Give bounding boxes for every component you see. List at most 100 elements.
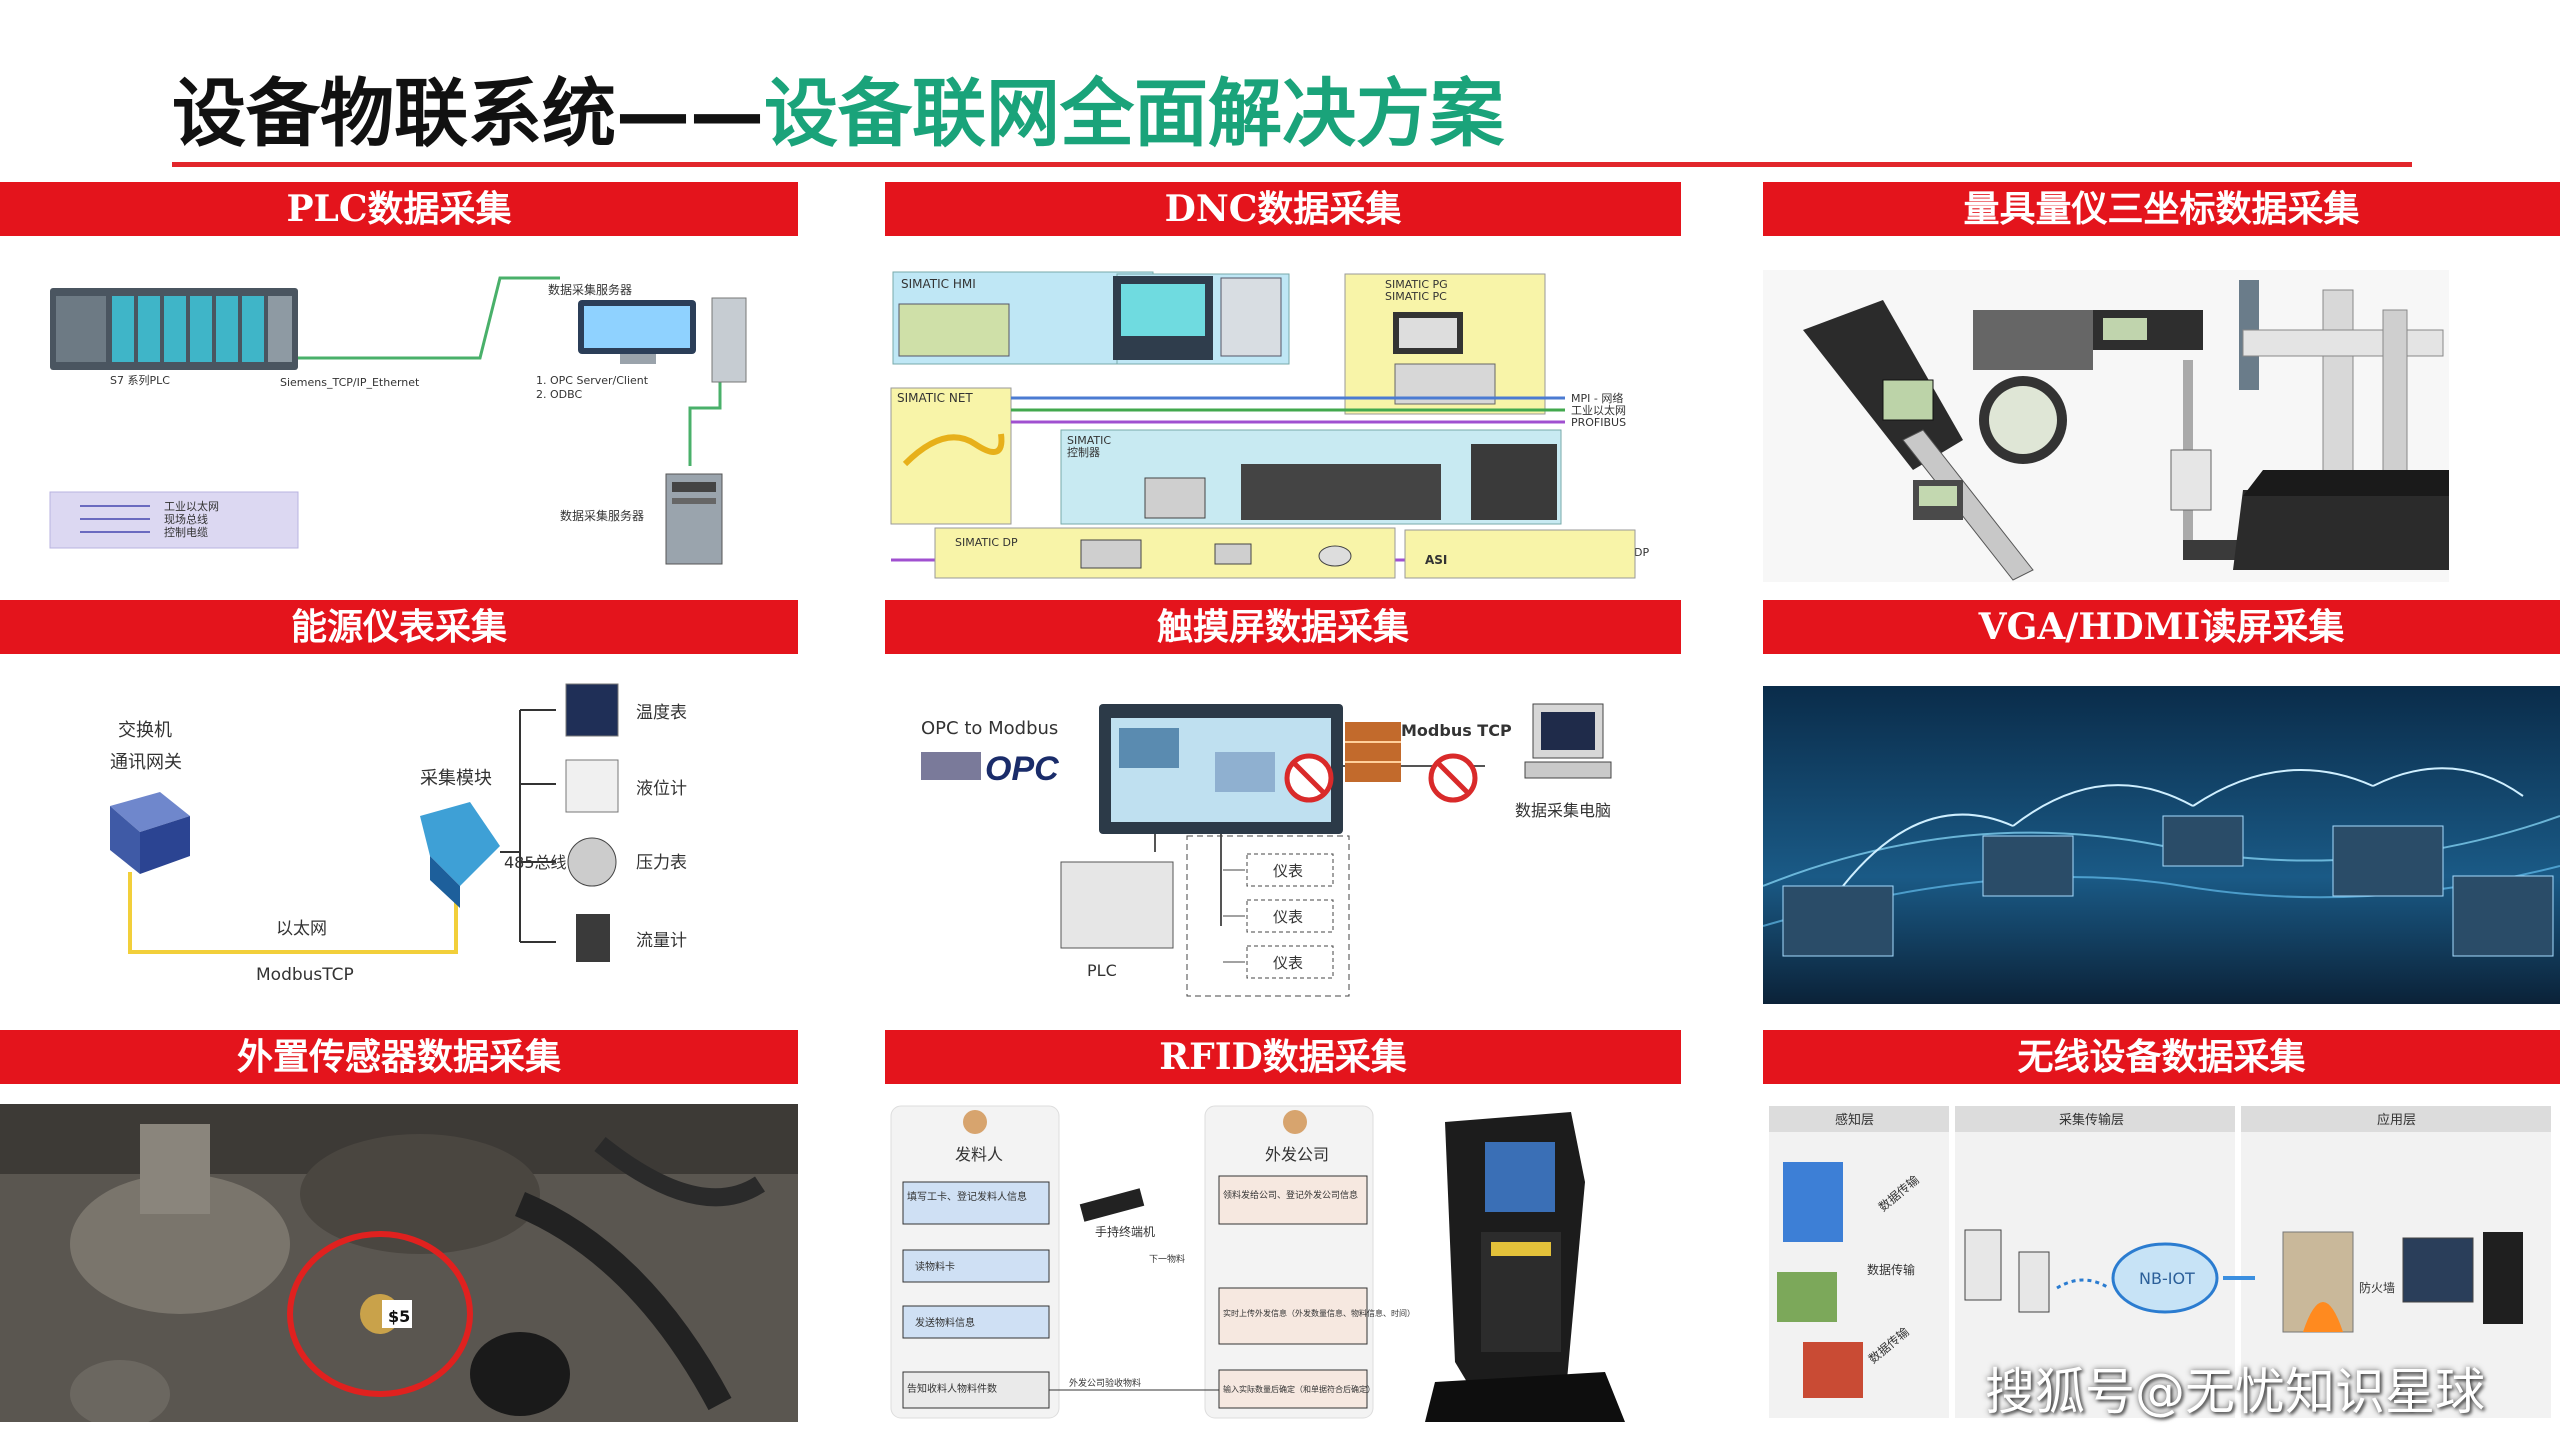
title-underline	[172, 162, 2412, 167]
energy-gateway-label: 通讯网关	[110, 752, 182, 773]
rfid-step-left-2: 读物料卡	[915, 1260, 955, 1273]
banner-sensor: 外置传感器数据采集	[0, 1030, 798, 1084]
server-computer-icon	[578, 297, 747, 383]
energy-protocol-label: ModbusTCP	[256, 965, 354, 985]
nbiot-cloud-icon	[2111, 1242, 2219, 1314]
laptop-icon-4	[2332, 825, 2444, 897]
dnc-legend-2: 工业以太网	[1571, 404, 1626, 417]
level-meter-icon	[565, 759, 619, 813]
dnc-controller-label: SIMATIC 控制器	[1067, 434, 1115, 459]
wireless-diagram: 感知层 采集传输层 应用层 数据传输 数据传输 数据传输 NB-IOT 防火墙	[1763, 1102, 2560, 1422]
dnc-asi-label: ASI	[1425, 553, 1447, 567]
energy-diagram: 交换机 通讯网关 以太网 ModbusTCP 采集模块 485总线 温度表 液位…	[0, 656, 798, 1006]
dnc-hmi-label: SIMATIC HMI	[901, 277, 976, 291]
banner-plc: PLC数据采集	[0, 182, 798, 236]
meter-level-label: 液位计	[636, 779, 687, 799]
firewall-icon	[1345, 722, 1401, 782]
touch-opc-modbus-label: OPC to Modbus	[921, 718, 1058, 739]
dnc-pg-line-1: SIMATIC PG	[1385, 278, 1448, 291]
laptop-icon-3	[2162, 815, 2244, 867]
meter-flow-label: 流量计	[636, 931, 687, 951]
rfid-step-left-4: 告知收料人物料件数	[907, 1382, 997, 1395]
opc-logo-text: OPC	[985, 750, 1059, 788]
rfid-step-right-2: 实时上传外发信息（外发数量信息、物料信息、时间）	[1223, 1308, 1415, 1318]
energy-switch-label: 交换机	[118, 720, 172, 741]
touch-pc-label: 数据采集电脑	[1515, 801, 1611, 820]
server-list-2: 2. ODBC	[536, 388, 582, 401]
banner-energy: 能源仪表采集	[0, 600, 798, 654]
touch-meter-1: 仪表	[1273, 862, 1303, 880]
server-top-label: 数据采集服务器	[548, 282, 632, 297]
wireless-nbiot-label: NB-IOT	[2139, 1269, 2195, 1288]
laptop-icon-5	[2452, 875, 2554, 957]
dnc-legend-1: MPI - 网络	[1571, 391, 1623, 405]
acquisition-module-icon	[420, 802, 500, 908]
no-entry-icon-2	[1428, 753, 1478, 803]
rfid-sender-label: 发料人	[955, 1145, 1003, 1164]
sensor-node-icon	[2018, 1251, 2050, 1313]
app-monitor-icon	[2402, 1237, 2474, 1303]
sensor-highlight-circle	[287, 1231, 473, 1397]
factory-icon	[1777, 1272, 1837, 1322]
rfid-handheld-label: 手持终端机	[1095, 1224, 1155, 1239]
no-entry-icon-1	[1284, 753, 1334, 803]
rfid-step-left-1: 填写工卡、登记发料人信息	[907, 1190, 1027, 1203]
rfid-bottom-flow: 外发公司验收物料	[1069, 1377, 1141, 1389]
handheld-scanner-image	[1425, 1112, 1625, 1422]
rfid-step-right-3: 输入实际数量后确定（和单据符合后确定）	[1223, 1384, 1375, 1394]
tower-server-icon	[665, 473, 723, 565]
sensor-photo: $5	[0, 1104, 798, 1422]
wireless-col-2: 采集传输层	[2059, 1112, 2124, 1128]
sender-person-icon	[963, 1110, 987, 1134]
touch-diagram: OPC to Modbus OPC	[885, 656, 1681, 1006]
touch-plc-label: PLC	[1087, 961, 1117, 980]
plc-legend-box	[49, 491, 299, 549]
sensor-tag-text: $5	[388, 1307, 410, 1326]
pressure-meter-icon	[567, 837, 617, 887]
watermark-text: 搜狐号@无忧知识星球	[1985, 1363, 2485, 1421]
banner-wireless: 无线设备数据采集	[1763, 1030, 2560, 1084]
server-bottom-label: 数据采集服务器	[560, 508, 644, 523]
rfid-next-material: 下一物料	[1149, 1253, 1185, 1265]
laptop-icon-2	[1982, 835, 2074, 897]
vga-network-photo	[1763, 686, 2560, 1004]
touch-meter-2: 仪表	[1273, 908, 1303, 926]
banner-dnc: DNC数据采集	[885, 182, 1681, 236]
gateway-device-icon	[110, 792, 190, 874]
plc-rack-image	[50, 288, 298, 370]
plc-diagram: S7 系列PLC Siemens_TCP/IP_Ethernet 数据采集服务器…	[0, 238, 798, 590]
dnc-dp-label: SIMATIC DP	[955, 536, 1018, 549]
dnc-controller-line-1: SIMATIC	[1067, 434, 1111, 447]
dnc-diagram: SIMATIC HMI SIMATIC PG SIMATIC PC SIMATI…	[885, 264, 1681, 588]
rfid-step-right-1: 领料发给公司、登记外发公司信息	[1223, 1189, 1358, 1201]
touch-plc-image	[1060, 861, 1174, 949]
gauge-photo	[1763, 270, 2449, 582]
outsource-person-icon	[1283, 1110, 1307, 1134]
plc-model-label: S7 系列PLC	[110, 373, 170, 387]
energy-ethernet-label: 以太网	[276, 919, 327, 939]
meter-temp-label: 温度表	[636, 703, 687, 723]
energy-module-label: 采集模块	[420, 768, 492, 789]
dnc-pg-label: SIMATIC PG SIMATIC PC	[1385, 278, 1451, 303]
rfid-diagram: 发料人 外发公司 填写工卡、登记发料人信息 读物料卡 发送物料信息 告知收料人物…	[885, 1102, 1681, 1422]
rfid-step-left-3: 发送物料信息	[915, 1316, 975, 1329]
house-icon	[1803, 1342, 1863, 1398]
pc-icon	[1524, 703, 1612, 779]
banner-rfid: RFID数据采集	[885, 1030, 1681, 1084]
meter-pressure-label: 压力表	[636, 853, 687, 873]
banner-vga: VGA/HDMI读屏采集	[1763, 600, 2560, 654]
plc-protocol-label: Siemens_TCP/IP_Ethernet	[280, 376, 420, 389]
building-icon	[1783, 1162, 1843, 1242]
plc-legend-1: 工业以太网	[164, 500, 219, 513]
touch-modbus-tcp-label: Modbus TCP	[1401, 721, 1512, 740]
rfid-outsource-label: 外发公司	[1265, 1145, 1329, 1164]
server-list-1: 1. OPC Server/Client	[536, 374, 649, 387]
temperature-meter-icon	[565, 683, 619, 737]
plc-legend-3: 控制电缆	[164, 525, 208, 539]
banner-touch: 触摸屏数据采集	[885, 600, 1681, 654]
touch-meter-3: 仪表	[1273, 954, 1303, 972]
opc-logo: OPC	[921, 750, 1059, 788]
laptop-icon-1	[1782, 885, 1894, 957]
handheld-terminal-icon	[1079, 1188, 1145, 1222]
title-part-2: 设备联网全面解决方案	[764, 71, 1504, 157]
